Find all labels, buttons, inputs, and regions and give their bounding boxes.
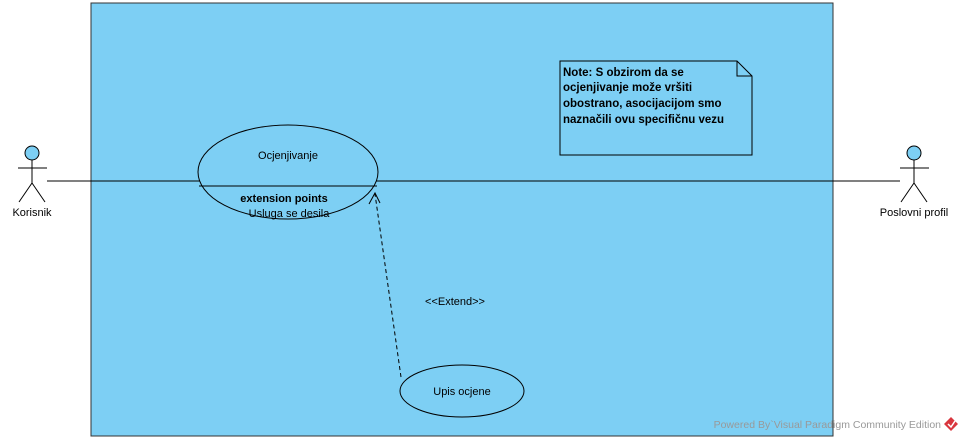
actor-poslovni-profil[interactable]: Poslovni profil [880, 145, 948, 219]
note-line: Note: S obzirom da se [563, 67, 684, 79]
watermark-text: Powered By`Visual Paradigm Community Edi… [714, 419, 942, 431]
extension-points-title: extension points [240, 193, 327, 205]
note[interactable]: Note: S obzirom da se ocjenjivanje može … [559, 60, 753, 156]
extension-point-item: Usluga se desila [249, 208, 331, 220]
use-case-name: Upis ocjene [433, 386, 490, 398]
extend-relation[interactable]: <<Extend>> [368, 191, 485, 378]
actor-name: Poslovni profil [880, 207, 948, 219]
watermark: Powered By`Visual Paradigm Community Edi… [714, 417, 958, 431]
extend-stereotype-label: <<Extend>> [425, 296, 485, 308]
note-line: ocjenjivanje može vršiti [563, 82, 692, 94]
use-case-upis-ocjene[interactable]: Upis ocjene [399, 364, 525, 418]
use-case-ocjenjivanje[interactable]: Ocjenjivanje extension points Usluga se … [197, 124, 379, 220]
actor-korisnik[interactable]: Korisnik [12, 145, 52, 219]
actor-name: Korisnik [12, 207, 52, 219]
note-fold [736, 61, 752, 77]
note-line: obostrano, asocijacijom smo [563, 98, 721, 110]
note-line: naznačili ovu specifičnu vezu [563, 114, 724, 126]
extend-arrowhead [368, 191, 381, 205]
actor-icon [18, 145, 47, 203]
actor-icon [900, 145, 929, 203]
visual-paradigm-logo-icon [944, 417, 958, 431]
use-case-name: Ocjenjivanje [258, 150, 318, 162]
